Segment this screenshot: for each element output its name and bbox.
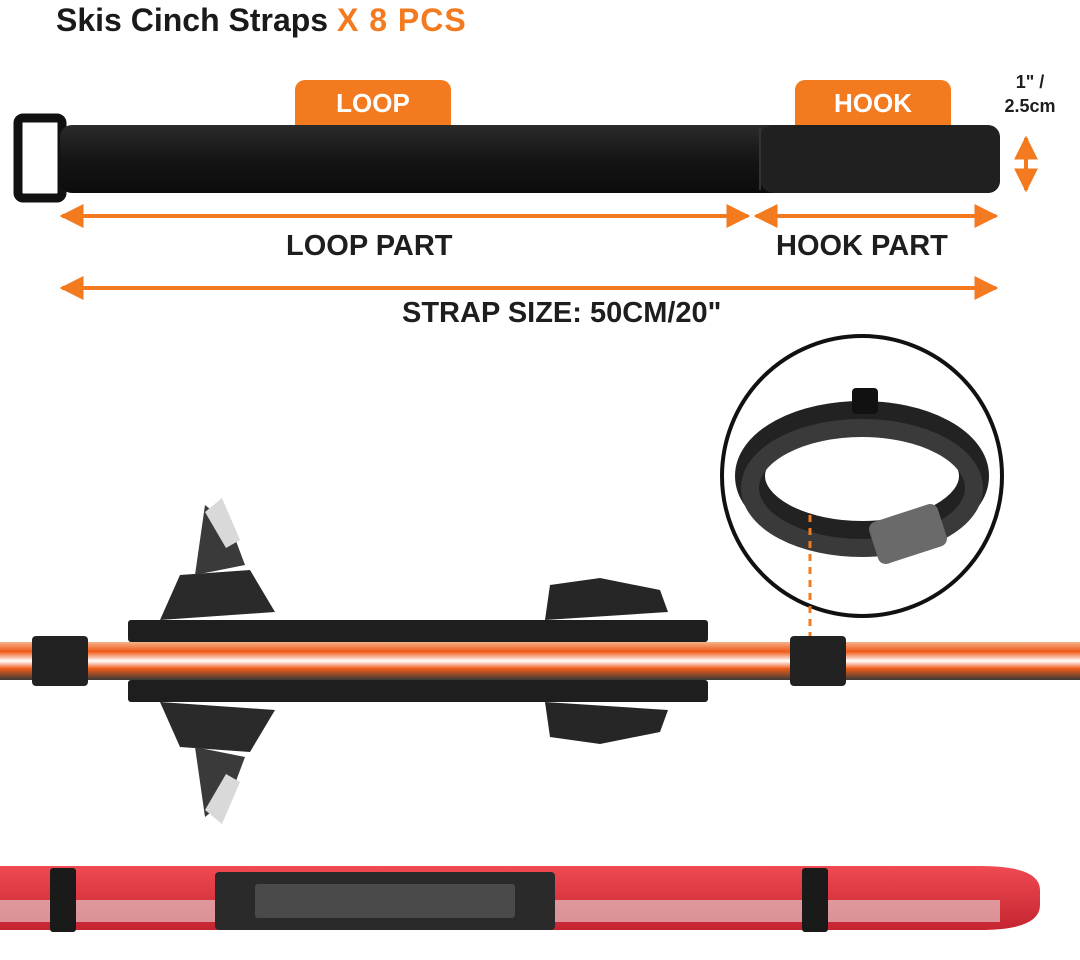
product-title: Skis Cinch Straps X 8 PCS bbox=[56, 0, 467, 40]
orange-ski-image bbox=[0, 498, 1080, 824]
hook-part-label: HOOK PART bbox=[776, 230, 948, 262]
strap-closeup-inset bbox=[720, 334, 1004, 618]
red-ski-image bbox=[0, 866, 1040, 932]
strap-width-label: 1" / 2.5cm bbox=[990, 70, 1070, 118]
hook-tab: HOOK bbox=[795, 80, 951, 126]
strap-size-label: STRAP SIZE: 50CM/20" bbox=[402, 297, 722, 329]
loop-part-label: LOOP PART bbox=[286, 230, 453, 262]
loop-tab: LOOP bbox=[295, 80, 451, 126]
strap-width-line2: 2.5cm bbox=[1004, 96, 1056, 116]
title-quantity: X 8 PCS bbox=[336, 2, 467, 38]
strap-width-line1: 1" / bbox=[1015, 72, 1045, 92]
title-main: Skis Cinch Straps bbox=[56, 2, 329, 38]
strap-image bbox=[13, 113, 1000, 203]
